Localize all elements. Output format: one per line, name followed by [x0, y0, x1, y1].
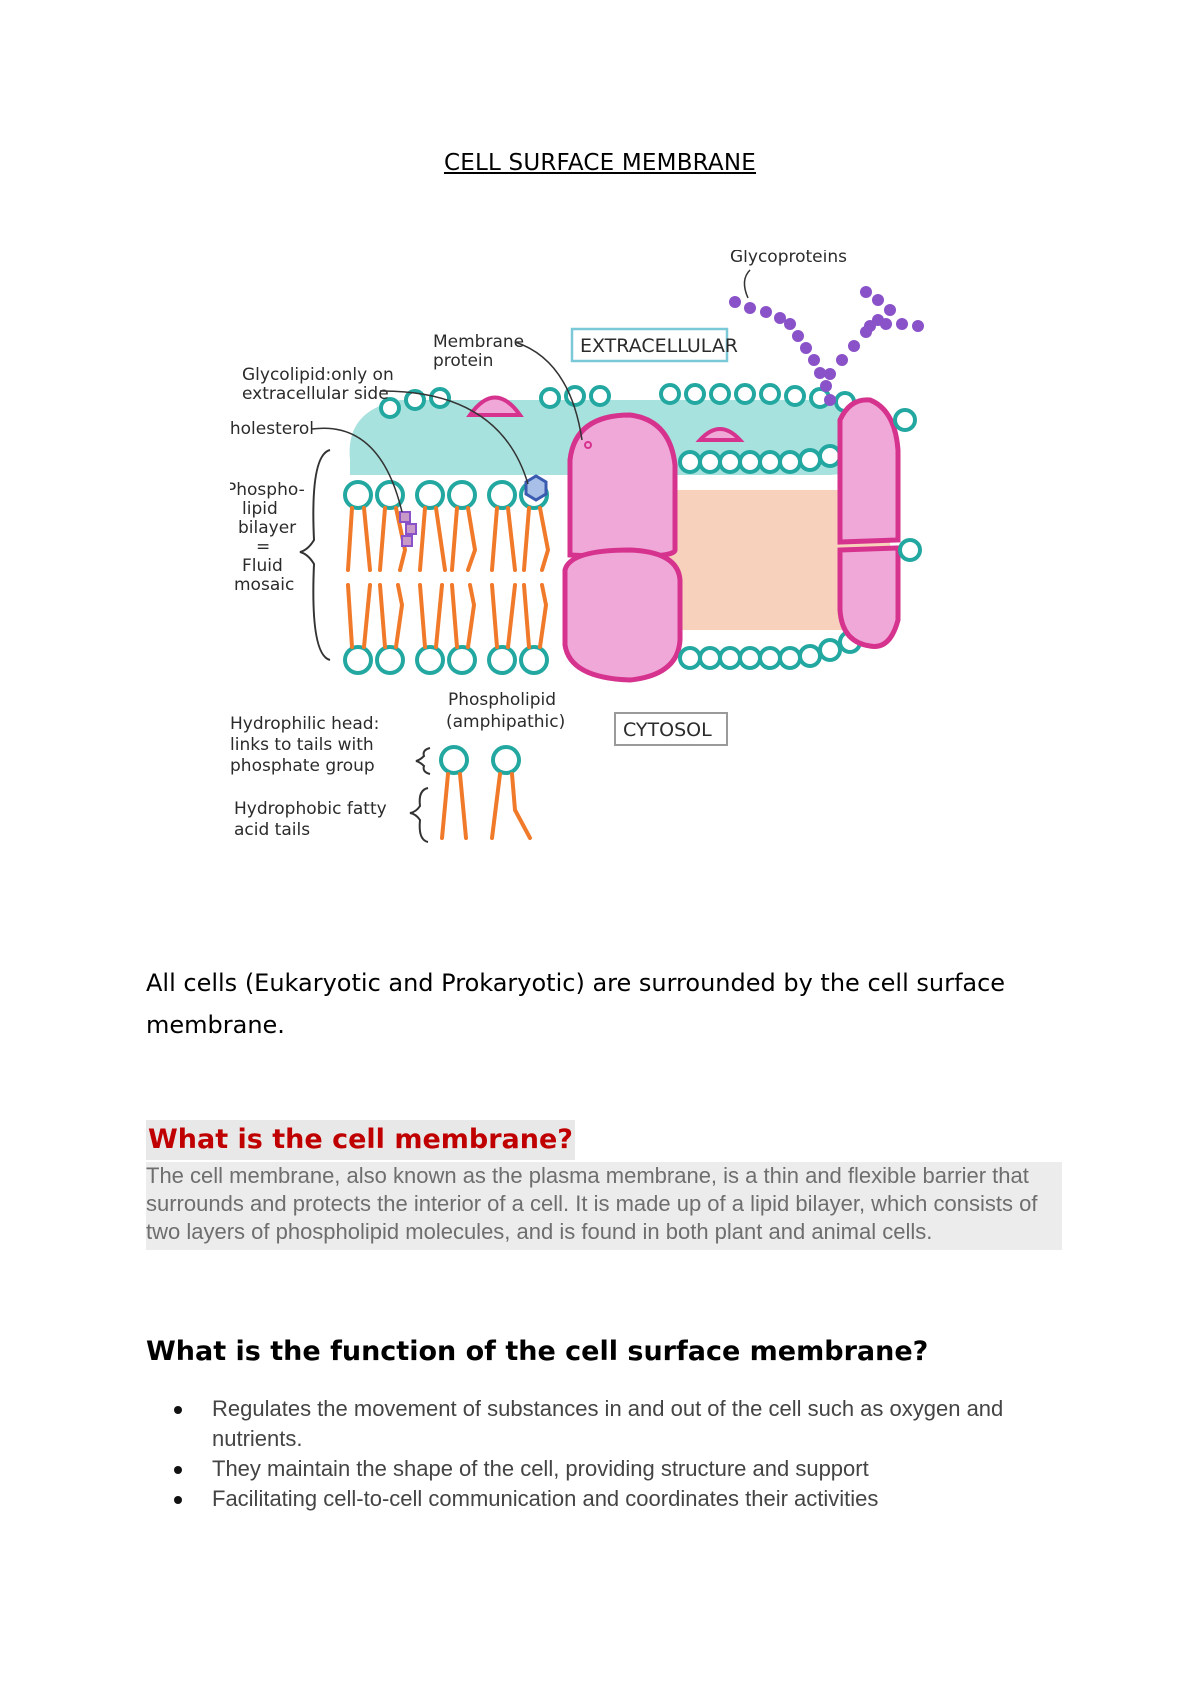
cholesterol-molecule — [399, 511, 417, 547]
phospholipid-label-line1: Phospholipid — [448, 690, 556, 710]
list-item-text: They maintain the shape of the cell, pro… — [212, 1456, 869, 1481]
bullet-icon — [174, 1406, 182, 1414]
bilayer-label-line3: bilayer — [238, 518, 296, 538]
hydrophobic-label-line2: acid tails — [234, 820, 310, 840]
surface-protein-small — [695, 427, 745, 442]
list-item: Facilitating cell-to-cell communication … — [146, 1484, 1046, 1514]
section-heading-function: What is the function of the cell surface… — [146, 1336, 929, 1367]
section-body-cell-membrane: The cell membrane, also known as the pla… — [146, 1162, 1062, 1250]
hydrophobic-brace — [409, 787, 429, 843]
membrane-protein-label-line2: protein — [433, 351, 493, 371]
side-protein-upper — [837, 397, 901, 545]
hydrophilic-brace — [415, 747, 431, 775]
list-item: Regulates the movement of substances in … — [146, 1394, 1046, 1454]
legend-tails — [440, 772, 532, 840]
cytosol-label: CYTOSOL — [623, 719, 712, 741]
membrane-diagram-svg: EXTRACELLULAR CYTOSOL Glycoproteins Memb… — [218, 247, 924, 843]
bilayer-brace — [299, 449, 331, 661]
legend-head-2 — [491, 745, 521, 775]
section-heading-cell-membrane: What is the cell membrane? — [146, 1120, 575, 1160]
membrane-diagram: EXTRACELLULAR CYTOSOL Glycoproteins Memb… — [218, 247, 970, 920]
membrane-protein-lower — [562, 547, 683, 683]
glycoproteins-pointer — [743, 269, 751, 299]
left-top-heads — [343, 480, 549, 510]
membrane-protein-label-line1: Membrane — [433, 332, 524, 352]
fatty-acid-tails — [346, 506, 551, 649]
hydrophilic-label-line2: links to tails with — [230, 735, 374, 755]
cholesterol-label: Cholesterol — [230, 419, 314, 439]
phospholipid-label-line2: (amphipathic) — [446, 712, 565, 732]
bilayer-label-line1: Phospho- — [230, 480, 305, 500]
glycolipid-pointer — [379, 390, 529, 485]
extracellular-label: EXTRACELLULAR — [580, 335, 738, 357]
list-item-text: Regulates the movement of substances in … — [212, 1396, 1004, 1451]
list-item: They maintain the shape of the cell, pro… — [146, 1454, 1046, 1484]
glycoproteins-label: Glycoproteins — [730, 250, 847, 267]
glycoprotein-chain — [729, 286, 924, 406]
glycolipid-label-line2: extracellular side — [242, 384, 389, 404]
side-head-mid — [898, 538, 922, 562]
membrane-protein-pointer — [514, 341, 583, 441]
membrane-protein-upper — [567, 412, 678, 560]
hydrophilic-label-line1: Hydrophilic head: — [230, 714, 379, 734]
left-bottom-heads — [343, 645, 549, 675]
bilayer-label-line5: Fluid — [242, 556, 283, 576]
right-bottom-heads — [678, 630, 862, 670]
bullet-icon — [174, 1496, 182, 1504]
list-item-text: Facilitating cell-to-cell communication … — [212, 1486, 879, 1511]
protein-marker — [584, 441, 592, 449]
cytosol-box — [614, 712, 728, 746]
hydrophilic-label-line3: phosphate group — [230, 756, 375, 776]
side-protein-lower — [837, 545, 901, 649]
cholesterol-pointer — [311, 427, 403, 513]
surface-protein — [466, 395, 524, 417]
extracellular-box — [570, 327, 729, 363]
page-title: CELL SURFACE MEMBRANE — [443, 150, 757, 176]
bilayer-label-line4: = — [256, 537, 270, 557]
intro-paragraph: All cells (Eukaryotic and Prokaryotic) a… — [146, 969, 1006, 1039]
bilayer-label-line2: lipid — [242, 499, 278, 519]
bullet-icon — [174, 1466, 182, 1474]
glycolipid-label-line1: Glycolipid:only on — [242, 365, 394, 385]
hydrophobic-label-line1: Hydrophobic fatty — [234, 799, 387, 819]
bilayer-label-line6: mosaic — [234, 575, 294, 595]
side-head-top — [893, 408, 917, 432]
legend-head-1 — [439, 745, 469, 775]
function-list: Regulates the movement of substances in … — [146, 1394, 1046, 1514]
glycolipid-marker — [524, 474, 548, 502]
